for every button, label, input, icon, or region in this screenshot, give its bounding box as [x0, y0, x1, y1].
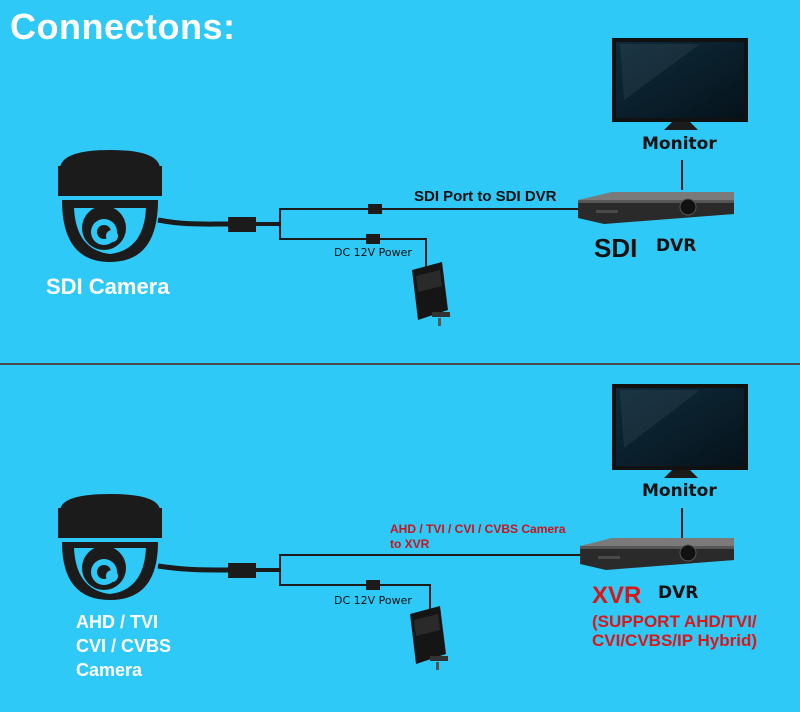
- recorder-type-label: SDI: [594, 233, 638, 263]
- cable-label-line: AHD / TVI / CVI / CVBS Camera: [390, 522, 566, 536]
- monitor-label: Monitor: [642, 481, 717, 501]
- camera-label-line: AHD / TVI: [76, 612, 159, 632]
- cable-bottom: [157, 554, 580, 612]
- camera-label: AHD / TVI CVI / CVBS Camera: [76, 610, 171, 682]
- cable-label: SDI Port to SDI DVR: [414, 188, 557, 205]
- support-note-line: (SUPPORT AHD/TVI/: [592, 612, 757, 631]
- camera-label: SDI Camera: [46, 274, 170, 299]
- section-divider: [0, 363, 800, 365]
- xvr-icon: [580, 538, 734, 570]
- camera-label-line: Camera: [76, 660, 143, 680]
- page-title: Connectons:: [10, 6, 236, 47]
- cable-top: [157, 204, 580, 270]
- cable-label-line: to XVR: [390, 537, 430, 551]
- support-note: (SUPPORT AHD/TVI/ CVI/CVBS/IP Hybrid): [592, 612, 757, 650]
- monitor-label: Monitor: [642, 134, 717, 154]
- recorder-type-label: XVR: [592, 582, 642, 609]
- power-adapter-icon: [412, 262, 450, 326]
- monitor-icon: [612, 38, 748, 130]
- power-adapter-icon: [410, 606, 448, 670]
- recorder-label: DVR: [658, 583, 699, 603]
- dvr-icon: [578, 192, 734, 224]
- cable-label: AHD / TVI / CVI / CVBS Camera to XVR: [390, 522, 565, 552]
- dome-camera-icon: [58, 494, 162, 600]
- dome-camera-icon: [58, 150, 162, 262]
- monitor-icon: [612, 384, 748, 478]
- power-label: DC 12V Power: [334, 594, 412, 607]
- power-label: DC 12V Power: [334, 246, 412, 259]
- camera-label-line: CVI / CVBS: [76, 636, 172, 656]
- recorder-label: DVR: [656, 236, 697, 256]
- support-note-line: CVI/CVBS/IP Hybrid): [592, 631, 757, 650]
